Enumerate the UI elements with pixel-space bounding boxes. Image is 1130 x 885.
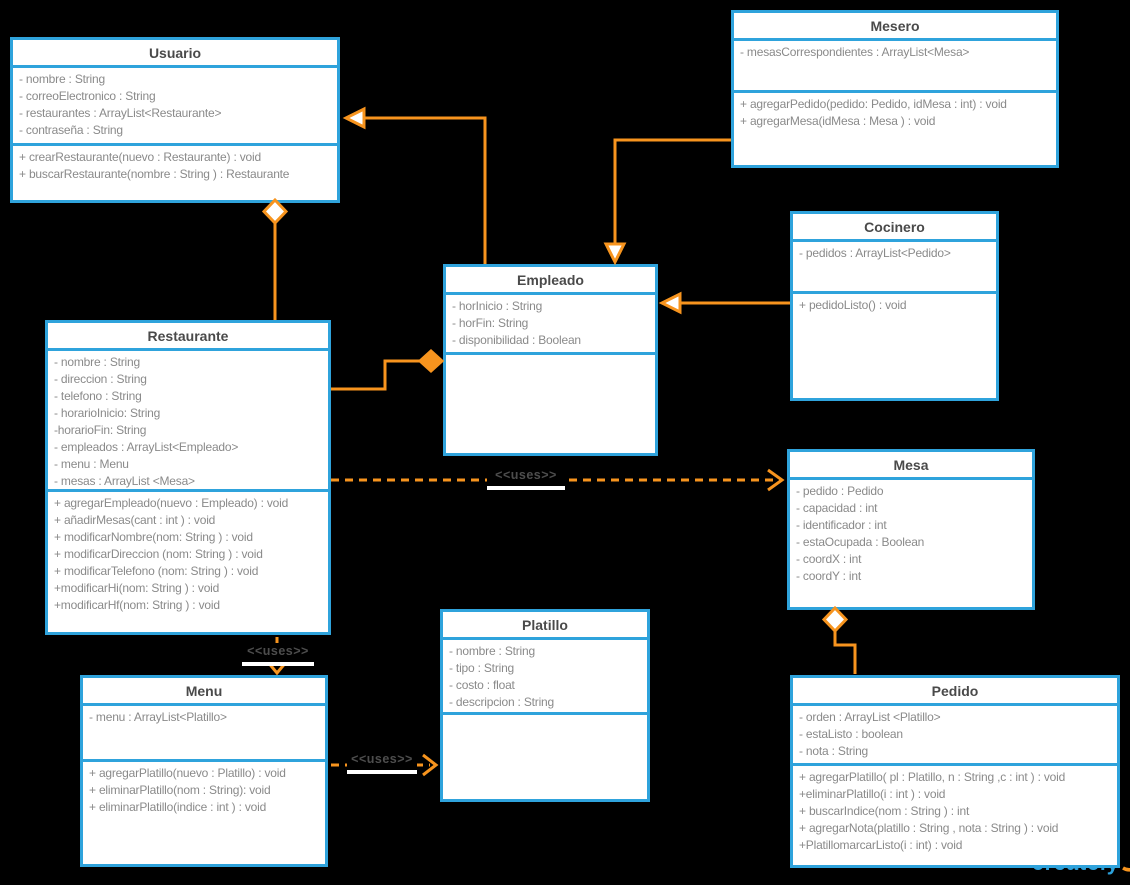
member-line: + agregarPlatillo( pl : Platillo, n : St… [799, 770, 1066, 784]
class-platillo-title: Platillo [443, 612, 647, 640]
aggregation-mesa-pedido [821, 605, 857, 674]
class-mesero[interactable]: Mesero - mesasCorrespondientes : ArrayLi… [731, 10, 1059, 168]
member-line: - tipo : String [449, 661, 515, 675]
class-cocinero-title: Cocinero [793, 214, 996, 242]
member-line: - mesas : ArrayList <Mesa> [54, 474, 195, 488]
class-empleado-methods [446, 355, 655, 453]
member-line: + pedidoListo() : void [799, 298, 907, 312]
member-line: - mesasCorrespondientes : ArrayList<Mesa… [740, 45, 970, 59]
member-line: - descripcion : String [449, 695, 554, 709]
member-line: - telefono : String [54, 389, 142, 403]
member-line: + agregarPlatillo(nuevo : Platillo) : vo… [89, 766, 286, 780]
member-line: - nota : String [799, 744, 869, 758]
member-line: + agregarMesa(idMesa : Mesa ) : void [740, 114, 936, 128]
class-cocinero-methods: + pedidoListo() : void [793, 294, 996, 398]
class-empleado-attributes: - horInicio : String - horFin: String - di… [446, 295, 655, 355]
member-line: - correoElectronico : String [19, 89, 156, 103]
member-line: +modificarHf(nom: String ) : void [54, 598, 220, 612]
class-restaurante-attributes: - nombre : String - direccion : String - t… [48, 351, 328, 492]
class-usuario-title: Usuario [13, 40, 337, 68]
composition-restaurante-empleado [331, 348, 445, 391]
generalization-mesero-empleado [603, 138, 731, 266]
class-mesero-attributes: - mesasCorrespondientes : ArrayList<Mesa… [734, 41, 1056, 93]
class-platillo-methods [443, 715, 647, 799]
member-line: - estaListo : boolean [799, 727, 903, 741]
uses-arrow-platillo-icon [422, 753, 439, 777]
class-mesero-title: Mesero [734, 13, 1056, 41]
member-line: - menu : Menu [54, 457, 129, 471]
member-line: - coordY : int [796, 569, 862, 583]
member-line: + añadirMesas(cant : int ) : void [54, 513, 216, 527]
member-line: - nombre : String [19, 72, 105, 86]
member-line: + modificarNombre(nom: String ) : void [54, 530, 253, 544]
member-line: - capacidad : int [796, 501, 878, 515]
uses-arrow-mesa-icon [767, 468, 785, 492]
member-line: - horFin: String [452, 316, 529, 330]
member-line: - contraseña : String [19, 123, 123, 137]
member-line: - horInicio : String [452, 299, 543, 313]
class-menu-methods: + agregarPlatillo(nuevo : Platillo) : vo… [83, 762, 325, 864]
class-mesa-title: Mesa [790, 452, 1032, 480]
member-line: + agregarNota(platillo : String , nota :… [799, 821, 1059, 835]
class-usuario-attributes: - nombre : String - correoElectronico : S… [13, 68, 337, 146]
class-restaurante[interactable]: Restaurante - nombre : String - direccion… [45, 320, 331, 635]
aggregation-usuario-restaurante [261, 197, 289, 320]
member-line: - direccion : String [54, 372, 147, 386]
member-line: - disponibilidad : Boolean [452, 333, 581, 347]
member-line: - restaurantes : ArrayList<Restaurante> [19, 106, 222, 120]
generalization-cocinero-empleado [658, 291, 790, 315]
class-restaurante-title: Restaurante [48, 323, 328, 351]
member-line: + crearRestaurante(nuevo : Restaurante) … [19, 150, 261, 164]
member-line: - nombre : String [449, 644, 535, 658]
class-mesa-attributes: - pedido : Pedido - capacidad : int - iden… [790, 480, 1032, 607]
member-line: - horarioInicio: String [54, 406, 161, 420]
class-menu-title: Menu [83, 678, 325, 706]
uses-label-restaurante-menu: <<uses>> [242, 643, 314, 666]
class-mesa[interactable]: Mesa - pedido : Pedido- capacidad : int-… [787, 449, 1035, 610]
class-cocinero[interactable]: Cocinero - pedidos : ArrayList<Pedido> +… [790, 211, 999, 401]
member-line: +modificarHi(nom: String ) : void [54, 581, 220, 595]
generalization-empleado-usuario [342, 106, 487, 264]
class-cocinero-attributes: - pedidos : ArrayList<Pedido> [793, 242, 996, 294]
class-menu-attributes: - menu : ArrayList<Platillo> [83, 706, 325, 762]
class-mesero-methods: + agregarPedido(pedido: Pedido, idMesa :… [734, 93, 1056, 165]
class-pedido-title: Pedido [793, 678, 1117, 706]
member-line: - costo : float [449, 678, 515, 692]
member-line: + agregarPedido(pedido: Pedido, idMesa :… [740, 97, 1007, 111]
member-line: - pedidos : ArrayList<Pedido> [799, 246, 951, 260]
member-line: - nombre : String [54, 355, 140, 369]
member-line: - pedido : Pedido [796, 484, 884, 498]
class-restaurante-methods: + agregarEmpleado(nuevo : Empleado) : vo… [48, 492, 328, 632]
class-pedido-methods: + agregarPlatillo( pl : Platillo, n : St… [793, 766, 1117, 865]
member-line: - orden : ArrayList <Platillo> [799, 710, 941, 724]
uses-label-restaurante-mesa: <<uses>> [487, 467, 565, 490]
class-menu[interactable]: Menu - menu : ArrayList<Platillo> + agre… [80, 675, 328, 867]
member-line: + buscarIndice(nom : String ) : int [799, 804, 970, 818]
member-line: + modificarTelefono (nom: String ) : voi… [54, 564, 259, 578]
member-line: + buscarRestaurante(nombre : String ) : … [19, 167, 290, 181]
class-pedido-attributes: - orden : ArrayList <Platillo> - estaList… [793, 706, 1117, 766]
member-line: + eliminarPlatillo(nom : String): void [89, 783, 271, 797]
class-usuario[interactable]: Usuario - nombre : String - correoElectro… [10, 37, 340, 203]
member-line: +eliminarPlatillo(i : int ) : void [799, 787, 946, 801]
uses-label-menu-platillo: <<uses>> [347, 751, 417, 774]
member-line: - identificador : int [796, 518, 887, 532]
member-line: - menu : ArrayList<Platillo> [89, 710, 227, 724]
class-platillo-attributes: - nombre : String - tipo : String - costo … [443, 640, 647, 715]
member-line: + agregarEmpleado(nuevo : Empleado) : vo… [54, 496, 289, 510]
member-line: - coordX : int [796, 552, 862, 566]
class-empleado[interactable]: Empleado - horInicio : String - horFin: S… [443, 264, 658, 456]
member-line: + eliminarPlatillo(indice : int ) : void [89, 800, 267, 814]
member-line: + modificarDireccion (nom: String ) : vo… [54, 547, 263, 561]
class-usuario-methods: + crearRestaurante(nuevo : Restaurante) … [13, 146, 337, 200]
member-line: - estaOcupada : Boolean [796, 535, 925, 549]
member-line: - empleados : ArrayList<Empleado> [54, 440, 239, 454]
class-empleado-title: Empleado [446, 267, 655, 295]
member-line: -horarioFin: String [54, 423, 147, 437]
class-pedido[interactable]: Pedido - orden : ArrayList <Platillo> - e… [790, 675, 1120, 868]
member-line: +PlatillomarcarListo(i : int) : void [799, 838, 963, 852]
class-platillo[interactable]: Platillo - nombre : String - tipo : Strin… [440, 609, 650, 802]
creately-swoosh-icon [1122, 866, 1130, 872]
